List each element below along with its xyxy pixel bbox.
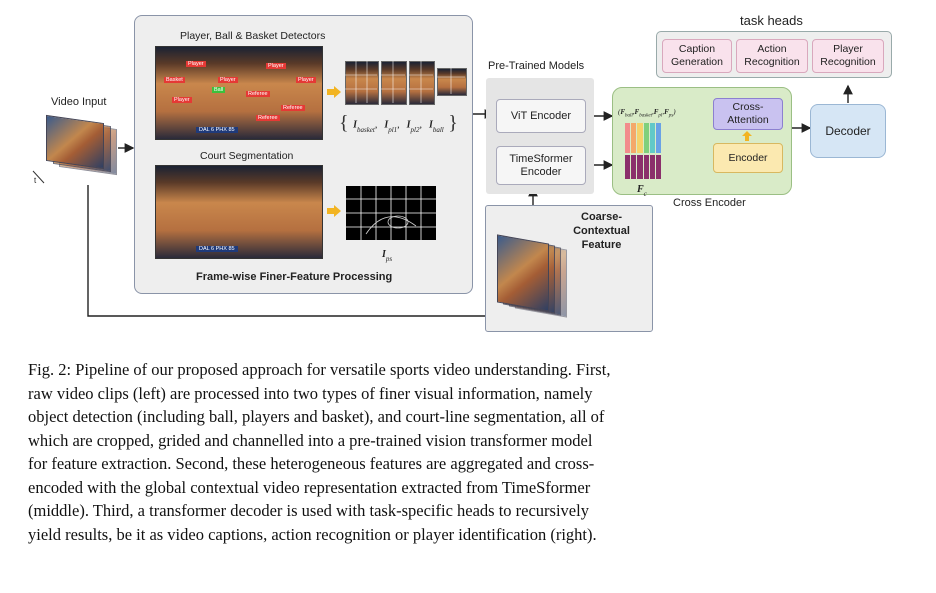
time-axis-line	[32, 170, 45, 184]
vit-encoder-box: ViT Encoder	[496, 99, 586, 133]
feature-symbol: I	[406, 119, 411, 131]
encoder-box: Encoder	[713, 143, 783, 173]
pretrained-models-title: Pre-Trained Models	[488, 60, 585, 72]
task-heads-title: task heads	[740, 13, 803, 28]
coarse-feature-title: Coarse-Contextual Feature	[573, 211, 630, 251]
feature-subscript: pl	[658, 113, 663, 119]
video-input-label: Video Input	[51, 96, 107, 108]
feature-bar	[625, 123, 631, 153]
court-feature-formula: Ips	[382, 244, 392, 263]
detection-tag: Player	[172, 97, 192, 103]
feature-symbol: F	[637, 184, 644, 195]
decoder-box: Decoder	[810, 104, 886, 158]
coarse-frame-stack-1	[497, 234, 549, 312]
crop-player-2	[409, 61, 435, 105]
line-video-to-coarse	[87, 185, 508, 321]
crop-basket	[345, 61, 379, 105]
scoreboard: DAL 6 PHX 85	[196, 127, 238, 133]
task-head-action: Action Recognition	[736, 39, 808, 73]
feature-symbol: F	[664, 108, 669, 116]
feature-symbol: I	[353, 119, 357, 131]
caption-line: for feature extraction. Second, these he…	[28, 454, 595, 473]
coarse-feature-symbol: Fc	[637, 179, 647, 198]
feature-subscript: ball	[432, 125, 444, 134]
feature-bar	[637, 155, 643, 179]
feature-symbol: F	[634, 108, 640, 116]
task-head-caption: Caption Generation	[662, 39, 732, 73]
feature-bar	[631, 123, 637, 153]
detection-tag: Player	[186, 61, 206, 67]
up-arrow-icon	[742, 131, 752, 141]
fine-feature-bars	[625, 123, 662, 153]
crop-features-formula: { Ibasket, Ipl1, Ipl2, Iball }	[339, 112, 458, 134]
process-arrow-icon	[327, 205, 341, 217]
detection-tag: Referee	[256, 115, 280, 121]
detection-frame-image: Player Player Player Referee Referee Pla…	[155, 46, 323, 140]
detection-tag: Referee	[246, 91, 270, 97]
video-frame-stack-1	[46, 114, 104, 170]
feature-subscript: c	[643, 190, 647, 199]
feature-subscript: basket	[356, 125, 375, 134]
feature-bar	[643, 123, 649, 153]
court-frame-image: DAL 6 PHX 85	[155, 165, 323, 259]
caption-line: encoded with the global contextual video…	[28, 477, 591, 497]
feature-bar	[643, 155, 649, 179]
coarse-feature-bars	[625, 155, 662, 179]
task-head-player: Player Recognition	[812, 39, 884, 73]
time-axis-label: t	[34, 176, 37, 185]
detection-tag: Basket	[164, 77, 185, 83]
feature-bar	[655, 155, 662, 179]
feature-symbol: I	[382, 249, 386, 260]
feature-bar	[631, 155, 637, 179]
feature-bar	[625, 155, 631, 179]
timesformer-encoder-box: TimeSformer Encoder	[496, 146, 586, 185]
detection-tag: Player	[266, 63, 286, 69]
feature-bar	[655, 123, 662, 153]
feature-subscript: basket	[639, 113, 652, 119]
crop-grid-lines	[345, 61, 465, 103]
detection-tag: Referee	[281, 105, 305, 111]
feature-subscript: ps	[668, 113, 674, 119]
caption-line: raw video clips (left) are processed int…	[28, 383, 593, 403]
fine-feature-formula: (Fball,Fbasket,Fpl,Fps)	[618, 108, 676, 119]
crop-player-1	[381, 61, 407, 105]
pipeline-diagram: Video Input t Player, Ball & Basket Dete…	[32, 13, 892, 332]
court-line-grid	[346, 186, 436, 240]
feature-bar	[649, 155, 655, 179]
caption-line: which are cropped, grided and channelled…	[28, 430, 593, 450]
detection-tag: Ball	[212, 87, 226, 93]
caption-line: object detection (including ball, player…	[28, 407, 605, 426]
feature-subscript: pl1	[388, 125, 398, 134]
process-arrow-icon	[327, 86, 341, 98]
detection-tag: Player	[218, 77, 238, 83]
caption-line: yield results, be it as video captions, …	[28, 524, 597, 544]
frame-wise-panel-title: Frame-wise Finer-Feature Processing	[196, 271, 393, 283]
court-segmentation-title: Court Segmentation	[200, 150, 294, 162]
detectors-title: Player, Ball & Basket Detectors	[180, 30, 326, 42]
caption-line: Fig. 2: Pipeline of our proposed approac…	[28, 360, 611, 379]
figure-caption: Fig. 2: Pipeline of our proposed approac…	[28, 358, 912, 546]
cross-encoder-title: Cross Encoder	[673, 197, 746, 209]
feature-bar	[637, 123, 643, 153]
feature-subscript: pl2	[410, 125, 420, 134]
feature-symbol: I	[428, 119, 433, 131]
caption-line: (middle). Third, a transformer decoder i…	[28, 501, 589, 520]
feature-subscript: ball	[625, 113, 633, 119]
detection-tag: Player	[296, 77, 316, 83]
feature-symbol: F	[620, 108, 626, 116]
feature-bar	[649, 123, 655, 153]
crop-ball	[437, 68, 467, 96]
feature-symbol: I	[384, 119, 389, 131]
scoreboard: DAL 6 PHX 85	[196, 246, 238, 252]
feature-subscript: ps	[385, 255, 393, 264]
cross-attention-box: Cross-Attention	[713, 98, 783, 130]
feature-symbol: F	[653, 108, 659, 116]
